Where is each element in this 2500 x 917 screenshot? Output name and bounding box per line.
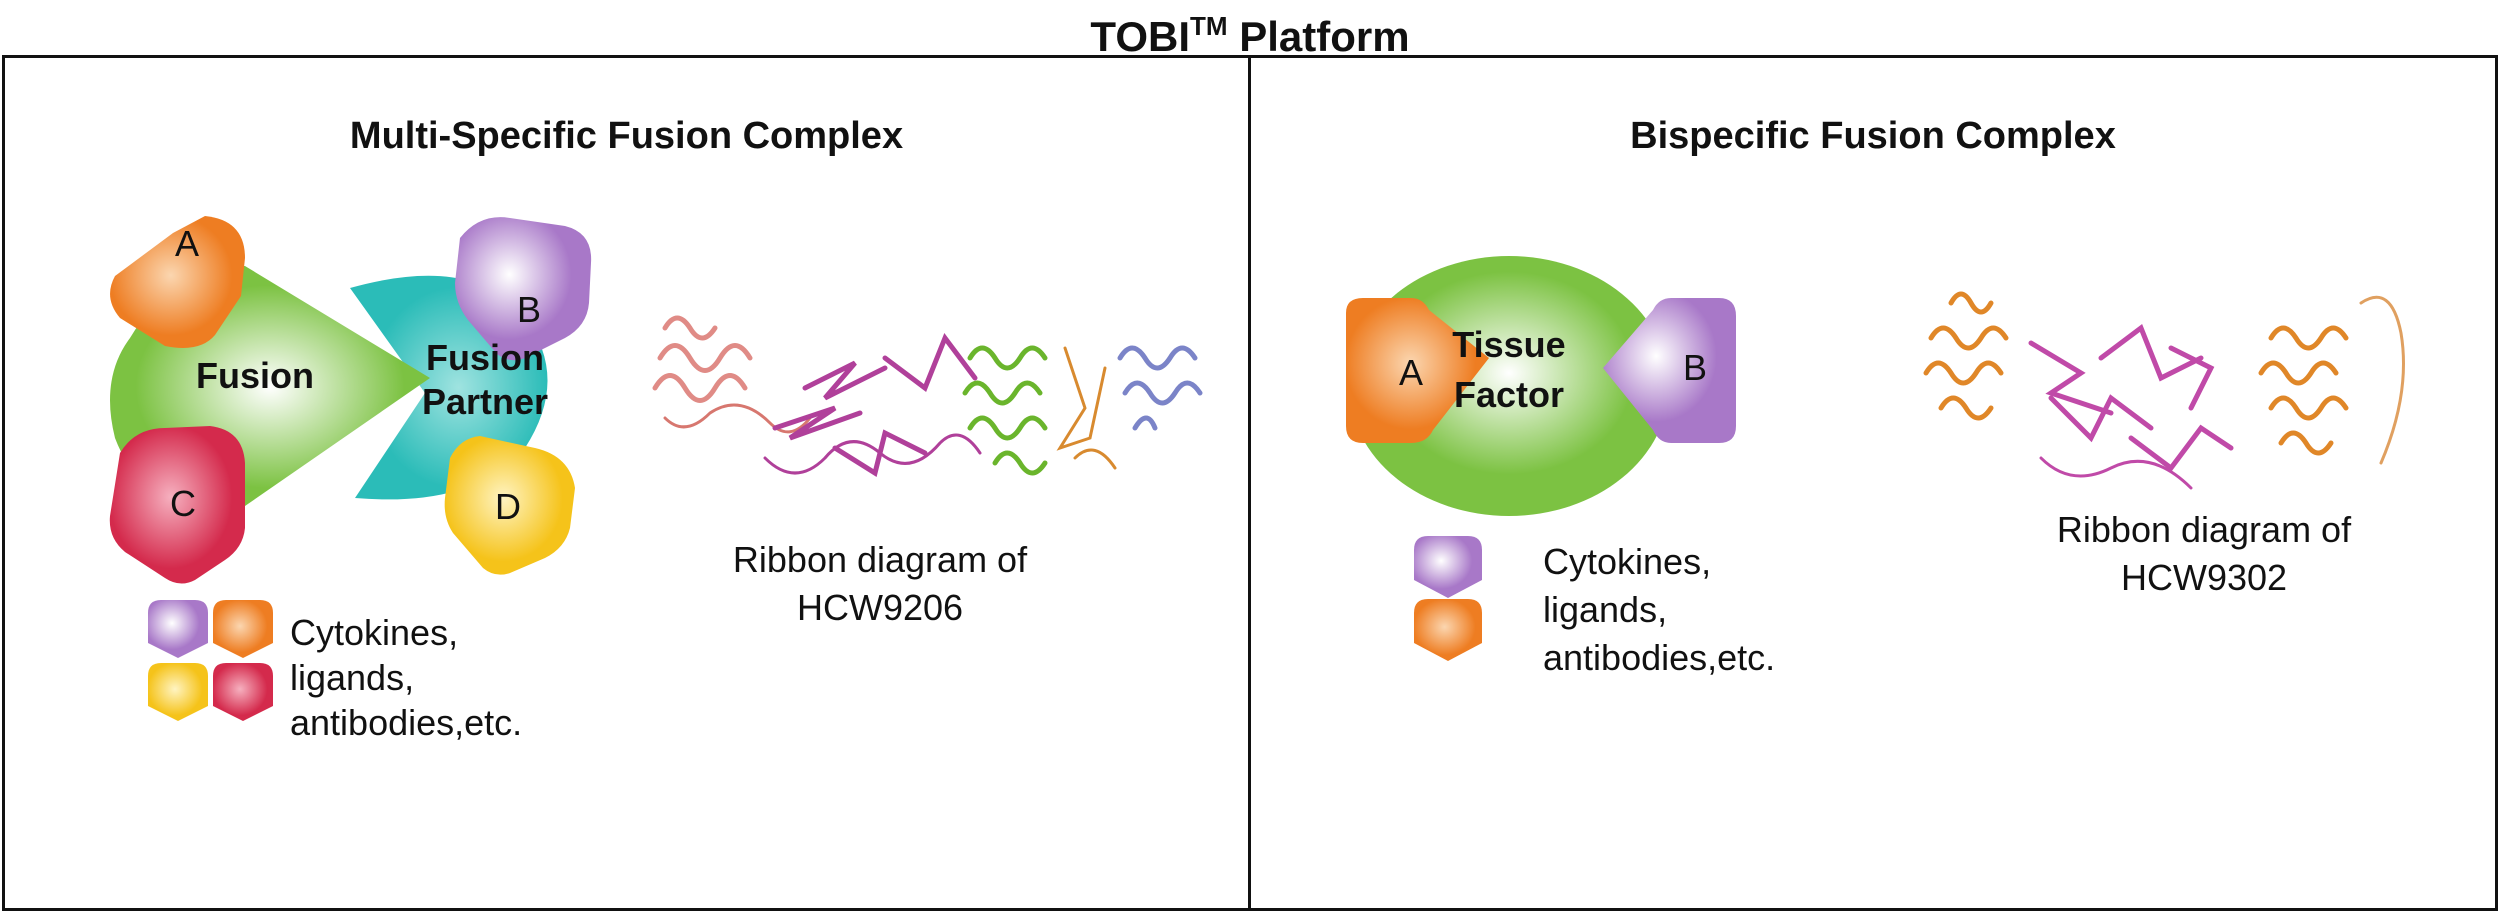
bispecific-heading: Bispecific Fusion Complex [1630, 115, 2116, 157]
legend-text-right: Cytokines,ligands,antibodies,etc. [1543, 541, 1776, 678]
legend-tile-yellow [148, 663, 208, 721]
domain-a-shape-right [1346, 298, 1489, 443]
multi-specific-heading: Multi-Specific Fusion Complex [349, 115, 904, 157]
domain-d-label: D [495, 486, 521, 527]
bispecific-diagram [1346, 256, 2405, 661]
domain-b-shape [455, 217, 592, 361]
legend-tile-orange-right [1414, 599, 1482, 661]
fusion-label: Fusion [196, 355, 314, 396]
domain-c-shape [109, 426, 245, 584]
legend-tile-orange [213, 600, 273, 658]
legend-tile-purple [148, 600, 208, 658]
domain-a-shape [110, 216, 245, 348]
domain-c-label: C [170, 483, 196, 524]
legend-text: Cytokines,ligands,antibodies,etc. [290, 612, 523, 743]
multi-specific-panel: Multi-Specific Fusion Complex [2, 55, 1251, 911]
domain-a-label-right: A [1398, 352, 1423, 393]
legend-tile-purple-right [1414, 536, 1482, 598]
domain-b-shape-right [1603, 298, 1736, 443]
domain-d-shape [444, 436, 575, 575]
legend-tile-red [213, 663, 273, 721]
ribbon-hcw9302 [1923, 291, 2405, 490]
domain-b-label: B [516, 289, 541, 330]
page-title: TOBITM Platform [1090, 11, 1410, 60]
ribbon-hcw9206 [652, 315, 1203, 477]
multi-specific-diagram [109, 216, 1203, 721]
domain-b-label-right: B [1682, 347, 1707, 388]
